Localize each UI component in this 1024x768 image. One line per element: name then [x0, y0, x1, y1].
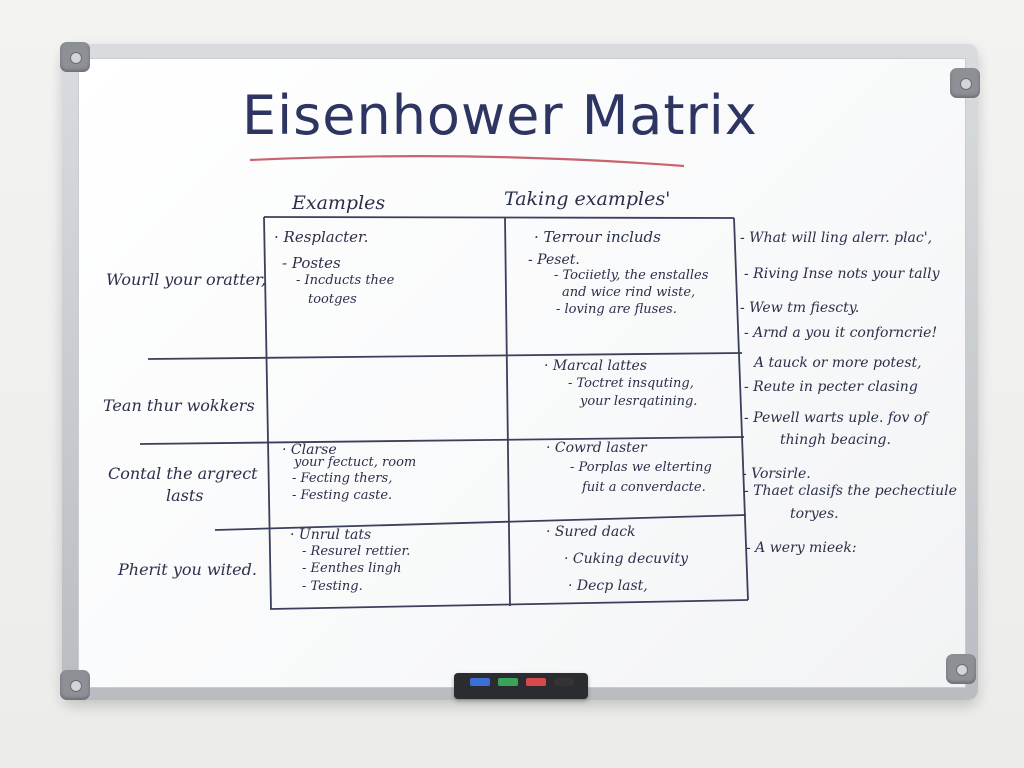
header-taking-examples: Taking examples' — [504, 188, 671, 210]
side-note: - What will ling alerr. plac', — [740, 230, 933, 246]
cell-r3c1-line: your fectuct, room — [294, 455, 417, 470]
grid-right-line — [733, 217, 749, 601]
header-examples: Examples — [292, 192, 386, 214]
cell-r1c2-line: - Tociietly, the enstalles — [554, 268, 709, 283]
cell-r2c2-line: · Marcal lattes — [544, 358, 647, 374]
marker-green[interactable] — [498, 678, 518, 686]
row-label-3-line-1: Contal the argrect — [108, 464, 258, 483]
cell-r4c1-line: - Resurel rettier. — [302, 544, 411, 559]
side-note: thingh beacing. — [780, 432, 891, 448]
frame-corner-bottom-right — [946, 654, 976, 684]
cell-r4c2-line: · Decp last, — [568, 578, 648, 594]
side-note: - Vorsirle. — [742, 466, 811, 482]
cell-r4c2-line: · Sured dack — [546, 524, 636, 540]
cell-r1c1-line: · Resplacter. — [274, 228, 369, 246]
side-note: - A wery mieek: — [746, 540, 857, 556]
cell-r1c2-line: - Peset. — [528, 252, 580, 268]
side-note: - Reute in pecter clasing — [744, 379, 918, 395]
marker-black[interactable] — [554, 678, 574, 686]
frame-corner-bottom-left — [60, 670, 90, 700]
cell-r3c1-line: - Fecting thers, — [292, 471, 393, 486]
side-note: toryes. — [790, 506, 839, 522]
grid-row-line-2 — [139, 436, 745, 445]
cell-r3c2-line: · Cowrd laster — [546, 440, 647, 456]
whiteboard-surface — [78, 58, 966, 688]
cell-r1c1-line: - Incducts thee — [296, 273, 395, 288]
cell-r1c1-line: - Postes — [282, 254, 341, 272]
board-title: Eisenhower Matrix — [242, 84, 758, 147]
grid-center-line — [504, 216, 511, 607]
cell-r3c1-line: · Clarse — [282, 442, 337, 458]
side-note: - Riving Inse nots your tally — [744, 266, 940, 282]
cell-r4c1-line: - Testing. — [302, 579, 363, 594]
cell-r3c2-line: - Porplas we elterting — [570, 460, 712, 475]
cell-r4c1-line: · Unrul tats — [290, 527, 372, 543]
cell-r3c1-line: - Festing caste. — [292, 488, 393, 503]
title-underline — [249, 155, 685, 168]
cell-r4c1-line: - Eenthes lingh — [302, 561, 402, 576]
marker-blue[interactable] — [470, 678, 490, 686]
cell-r3c2-line: fuit a converdacte. — [582, 480, 706, 495]
grid-top-line — [263, 216, 735, 219]
cell-r1c2-line: and wice rind wiste, — [562, 285, 696, 300]
grid-row-line-3 — [214, 514, 747, 531]
grid-row-line-1 — [147, 352, 743, 360]
row-label-3-line-2: lasts — [166, 486, 204, 505]
side-note: A tauck or more potest, — [754, 355, 922, 371]
marker-red[interactable] — [526, 678, 546, 686]
cell-r4c2-line: · Cuking decuvity — [564, 551, 689, 567]
row-label-4: Pherit you wited. — [118, 560, 257, 579]
cell-r1c1-line: tootges — [308, 292, 357, 307]
row-label-1: Wourll your oratter, — [106, 270, 267, 289]
cell-r2c2-line: - Toctret insquting, — [568, 376, 694, 391]
side-note: - Arnd a you it conforncrie! — [744, 325, 938, 341]
frame-corner-top-right — [950, 68, 980, 98]
side-note: - Thaet clasifs the pechectiule — [744, 483, 957, 499]
row-label-2: Tean thur wokkers — [103, 396, 255, 415]
cell-r1c2-line: · Terrour includs — [534, 228, 661, 246]
side-note: - Pewell warts uple. fov of — [744, 410, 928, 426]
marker-tray — [454, 673, 588, 699]
side-note: - Wew tm fiescty. — [740, 300, 860, 316]
grid-left-line — [263, 216, 272, 610]
frame-corner-top-left — [60, 42, 90, 72]
grid-bottom-line — [269, 599, 749, 610]
cell-r2c2-line: your lesrqatining. — [580, 394, 698, 409]
cell-r1c2-line: - loving are fluses. — [556, 302, 677, 317]
